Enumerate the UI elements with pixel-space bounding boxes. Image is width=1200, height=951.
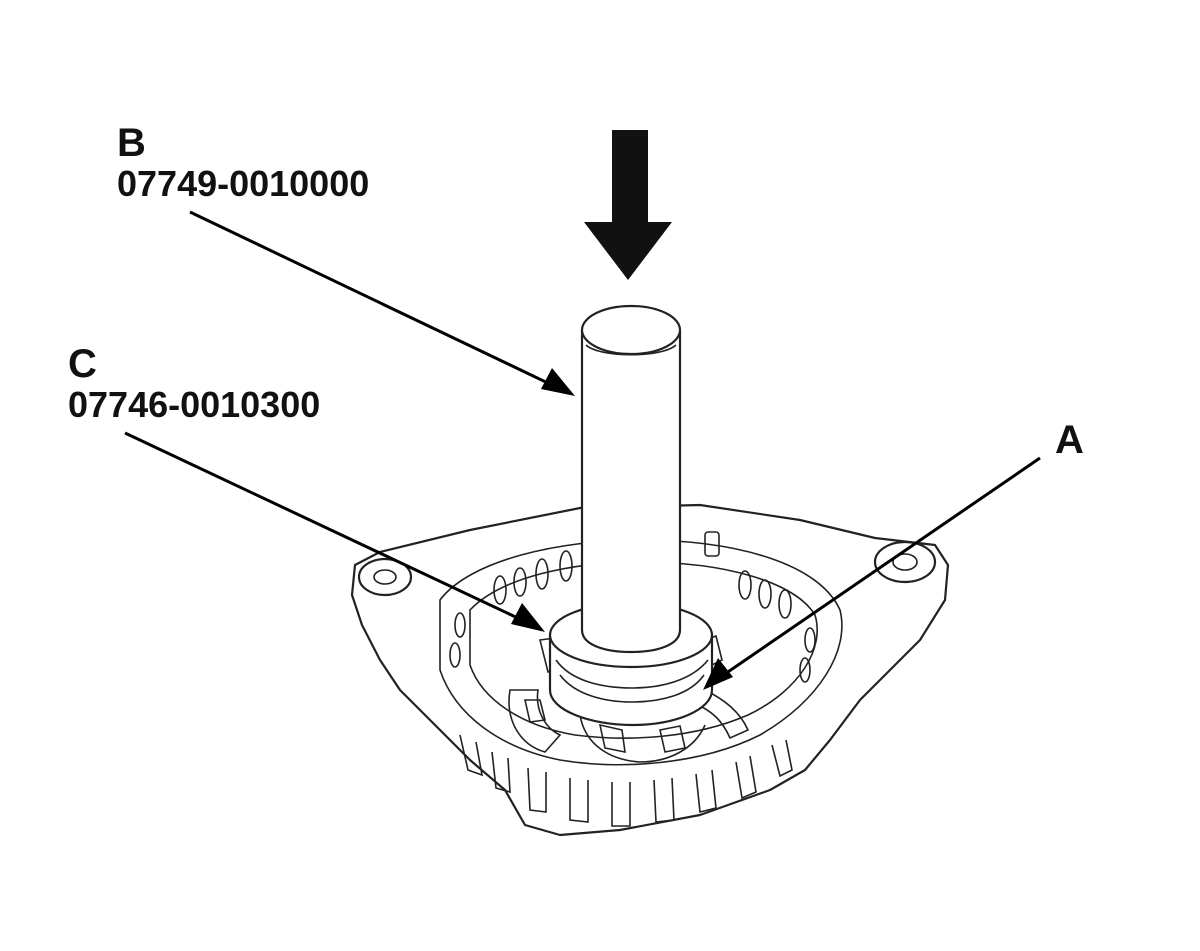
press-direction-arrow — [584, 130, 672, 280]
leader-b — [189, 210, 575, 396]
driver-b — [580, 304, 682, 654]
leader-c — [124, 431, 545, 632]
callout-c-part-number: 07746-0010300 — [68, 384, 320, 425]
callout-c-letter: C — [68, 342, 97, 386]
callout-a-letter: A — [1055, 418, 1084, 462]
callout-b-letter: B — [117, 121, 146, 165]
callout-b-part-number: 07749-0010000 — [117, 163, 369, 204]
leader-a — [703, 456, 1041, 690]
